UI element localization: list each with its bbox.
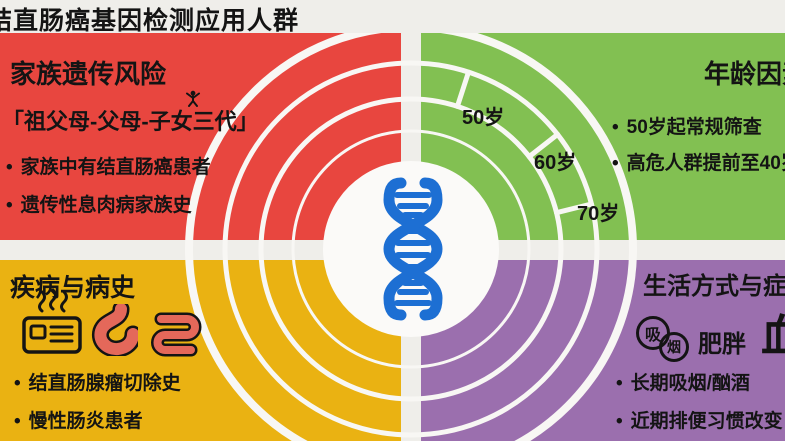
list-item: 家族中有结直肠癌患者 [6,152,211,179]
center-circle [323,161,499,337]
age-bullet-list: 50岁起常规筛查 高危人群提前至40岁 [612,112,785,175]
stomach-icon [91,304,138,356]
list-item: 50岁起常规筛查 [612,112,785,139]
family-quadrant-title: 家族遗传风险 [10,59,167,89]
disease-icon-row [20,288,210,364]
dna-icon [383,177,443,321]
list-item: 长期吸烟/酗酒 [616,368,783,395]
dial-label-50: 50岁 [462,107,505,129]
list-item: 近期排便习惯改变 [616,406,783,433]
family-bullet-list: 家族中有结直肠癌患者 遗传性息肉病家族史 [6,152,211,217]
list-item: 结直肠腺瘤切除史 [14,368,181,395]
lifestyle-bullet-list: 长期吸烟/酗酒 近期排便习惯改变 [616,368,783,433]
intestine-icon [151,312,202,357]
obesity-label: 肥胖 [698,331,746,358]
blood-icon: 血 [761,312,785,361]
page-title: 结直肠癌基因检测应用人群 [0,7,300,35]
list-item: 慢性肠炎患者 [14,406,181,433]
list-item: 遗传性息肉病家族史 [6,190,211,217]
age-quadrant-title: 年龄因素 [704,59,785,89]
lifestyle-quadrant-title: 生活方式与症状 [643,273,785,300]
decorative-arcs [185,33,637,441]
family-figure-icon [186,90,200,107]
list-item: 高危人群提前至40岁 [612,148,785,175]
disease-bullet-list: 结直肠腺瘤切除史 慢性肠炎患者 [14,368,181,433]
dial-label-60: 60岁 [534,152,577,174]
generations-label: 「祖父母-父母-子女三代」 [2,109,259,134]
disease-quadrant-title: 疾病与病史 [10,274,136,302]
smoking-icon: 烟 [659,332,689,362]
medical-record-icon [22,288,82,354]
dial-label-70: 70岁 [577,203,620,225]
